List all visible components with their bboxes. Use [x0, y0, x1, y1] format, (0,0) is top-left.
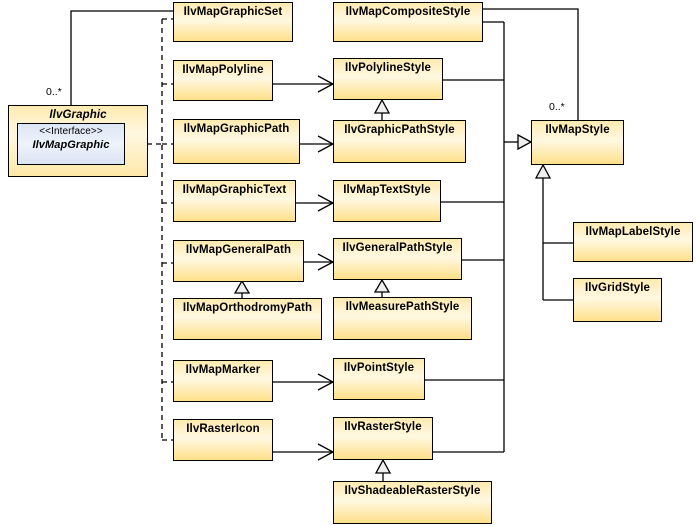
assoc-marker-arrow: [317, 373, 335, 391]
assoc-graphictext-arrow: [317, 194, 335, 212]
class-label-ilvmaptextstyle: IlvMapTextStyle: [343, 184, 431, 196]
class-box-ilvmaplabelstyle[interactable]: IlvMapLabelStyle: [573, 222, 693, 262]
class-label-ilvmapstyle: IlvMapStyle: [545, 124, 610, 136]
class-label-ilvmapcompositestyle: IlvMapCompositeStyle: [345, 6, 471, 18]
class-box-ilvmapgraphictext[interactable]: IlvMapGraphicText: [173, 180, 296, 222]
class-box-ilvmappolyline[interactable]: IlvMapPolyline: [173, 60, 273, 101]
interface-box-ilvmapgraphic[interactable]: <<Interface>> IlvMapGraphic: [17, 123, 125, 165]
class-label-ilvpolylinestyle: IlvPolylineStyle: [345, 62, 431, 74]
class-box-ilvgridstyle[interactable]: IlvGridStyle: [573, 278, 662, 322]
assoc-polyline-arrow: [317, 75, 335, 93]
class-label-ilvmappolyline: IlvMapPolyline: [182, 64, 264, 76]
assoc-generalpath-arrow: [317, 253, 335, 271]
gen-triangle-mapstyle-bottom: [534, 163, 552, 179]
class-box-ilvmapgeneralpath[interactable]: IlvMapGeneralPath: [173, 240, 304, 282]
class-box-ilvgraphic[interactable]: IlvGraphic <<Interface>> IlvMapGraphic: [8, 105, 148, 177]
class-label-ilvmapmarker: IlvMapMarker: [185, 364, 261, 376]
class-label-ilvgraphic: IlvGraphic: [49, 109, 107, 121]
gen-orthodromy-triangle: [233, 279, 251, 294]
class-label-ilvmaporthodromypath: IlvMapOrthodromyPath: [182, 302, 313, 314]
class-label-ilvmapgraphicset: IlvMapGraphicSet: [183, 6, 283, 18]
class-box-ilvshadeablerasterstyle[interactable]: IlvShadeableRasterStyle: [333, 481, 492, 524]
class-label-ilvmaplabelstyle: IlvMapLabelStyle: [585, 226, 681, 238]
class-box-ilvmaporthodromypath[interactable]: IlvMapOrthodromyPath: [173, 298, 322, 340]
class-label-ilvgeneralpathstyle: IlvGeneralPathStyle: [342, 242, 453, 254]
class-label-ilvmapgeneralpath: IlvMapGeneralPath: [185, 244, 292, 256]
interface-label-ilvmapgraphic: IlvMapGraphic: [32, 138, 110, 151]
gen-triangle-mapstyle: [517, 133, 533, 151]
class-box-ilvpointstyle[interactable]: IlvPointStyle: [333, 358, 425, 400]
class-box-ilvmapcompositestyle[interactable]: IlvMapCompositeStyle: [333, 2, 483, 42]
class-label-ilvmapgraphicpath: IlvMapGraphicPath: [183, 123, 290, 135]
class-label-ilvmeasurepathstyle: IlvMeasurePathStyle: [345, 301, 460, 313]
class-box-ilvmaptextstyle[interactable]: IlvMapTextStyle: [333, 180, 441, 222]
edge-graphicset-to-ilvgraphic: [70, 10, 173, 105]
class-label-ilvgridstyle: IlvGridStyle: [584, 282, 651, 294]
class-box-ilvmapmarker[interactable]: IlvMapMarker: [173, 360, 273, 402]
assoc-rastericon-arrow: [317, 443, 335, 461]
assoc-graphicpath-arrow: [317, 135, 335, 153]
class-box-ilvrastericon[interactable]: IlvRasterIcon: [173, 419, 273, 461]
class-box-ilvmapgraphicset[interactable]: IlvMapGraphicSet: [173, 2, 293, 42]
multiplicity-label-ilvmapstyle: 0..*: [549, 101, 565, 113]
class-label-ilvpointstyle: IlvPointStyle: [343, 362, 415, 374]
class-label-ilvrastericon: IlvRasterIcon: [186, 423, 260, 435]
class-box-ilvmapstyle[interactable]: IlvMapStyle: [531, 120, 624, 165]
gen-graphicpathstyle-triangle: [373, 98, 391, 114]
gen-measurepathstyle-triangle: [373, 278, 391, 293]
class-label-ilvrasterstyle: IlvRasterStyle: [344, 421, 422, 433]
gen-shadeablerasterstyle-triangle: [374, 458, 392, 474]
interface-stereotype: <<Interface>>: [39, 126, 103, 137]
class-label-ilvshadeablerasterstyle: IlvShadeableRasterStyle: [344, 485, 481, 497]
class-box-ilvgeneralpathstyle[interactable]: IlvGeneralPathStyle: [333, 238, 462, 280]
class-box-ilvrasterstyle[interactable]: IlvRasterStyle: [333, 417, 433, 460]
class-box-ilvgraphicpathstyle[interactable]: IlvGraphicPathStyle: [333, 120, 466, 163]
class-label-ilvgraphicpathstyle: IlvGraphicPathStyle: [344, 124, 455, 136]
class-box-ilvmeasurepathstyle[interactable]: IlvMeasurePathStyle: [333, 297, 472, 340]
class-box-ilvpolylinestyle[interactable]: IlvPolylineStyle: [333, 58, 443, 100]
class-label-ilvmapgraphictext: IlvMapGraphicText: [182, 184, 287, 196]
class-box-ilvmapgraphicpath[interactable]: IlvMapGraphicPath: [173, 119, 300, 164]
multiplicity-label-ilvgraphic: 0..*: [46, 86, 62, 98]
